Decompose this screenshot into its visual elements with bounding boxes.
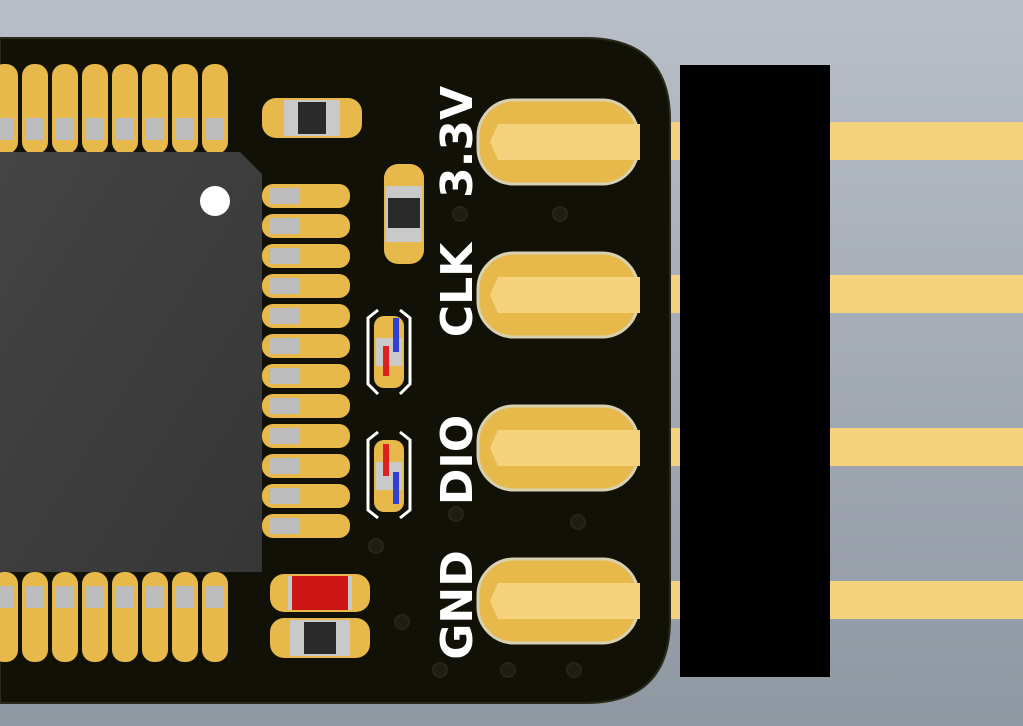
header-pad-4 [476,557,640,645]
chip-top-pin [0,64,18,154]
chip-right-pin [262,394,350,418]
chip-bottom-pin [142,572,168,662]
led-component-2 [366,430,412,520]
header-pad-3 [476,404,640,492]
label-3v3: 3.3V [432,86,483,198]
chip-bottom-pin [172,572,198,662]
chip-top-pin [22,64,48,154]
chip-bottom-pin [52,572,78,662]
chip-top-pin [112,64,138,154]
chip-right-pin [262,364,350,388]
smd-component-top [262,98,362,138]
chip-top-pin [142,64,168,154]
chip-top-pins [0,64,228,154]
chip-right-pin [262,244,350,268]
chip-bottom-pin [112,572,138,662]
chip-body [0,152,262,572]
chip-top-pin [82,64,108,154]
chip-bottom-pin [22,572,48,662]
chip-right-pin [262,184,350,208]
chip-bottom-pin [202,572,228,662]
chip-bottom-pin [82,572,108,662]
chip-top-pin [172,64,198,154]
chip-right-pin [262,424,350,448]
header-pad-1 [476,98,640,186]
chip-bottom-pins [0,572,228,662]
smd-component-vertical [384,164,424,264]
resistor-red [270,574,370,612]
label-gnd: GND [432,550,483,659]
header-pads [476,98,640,645]
led-component-1 [366,308,412,396]
chip-right-pin [262,304,350,328]
header-pad-2 [476,251,640,339]
chip-bottom-pin [0,572,18,662]
smd-component-bottom [270,618,370,658]
chip-right-pin [262,214,350,238]
chip-right-pin [262,334,350,358]
chip-top-pin [202,64,228,154]
chip-right-pin [262,514,350,538]
chip-right-pin [262,274,350,298]
chip-right-pins [262,184,350,538]
label-clk: CLK [432,241,483,337]
connector-housing-icon [680,65,830,677]
pin1-marker-icon [200,186,230,216]
chip-right-pin [262,484,350,508]
chip-top-pin [52,64,78,154]
label-dio: DIO [432,415,483,505]
chip-right-pin [262,454,350,478]
